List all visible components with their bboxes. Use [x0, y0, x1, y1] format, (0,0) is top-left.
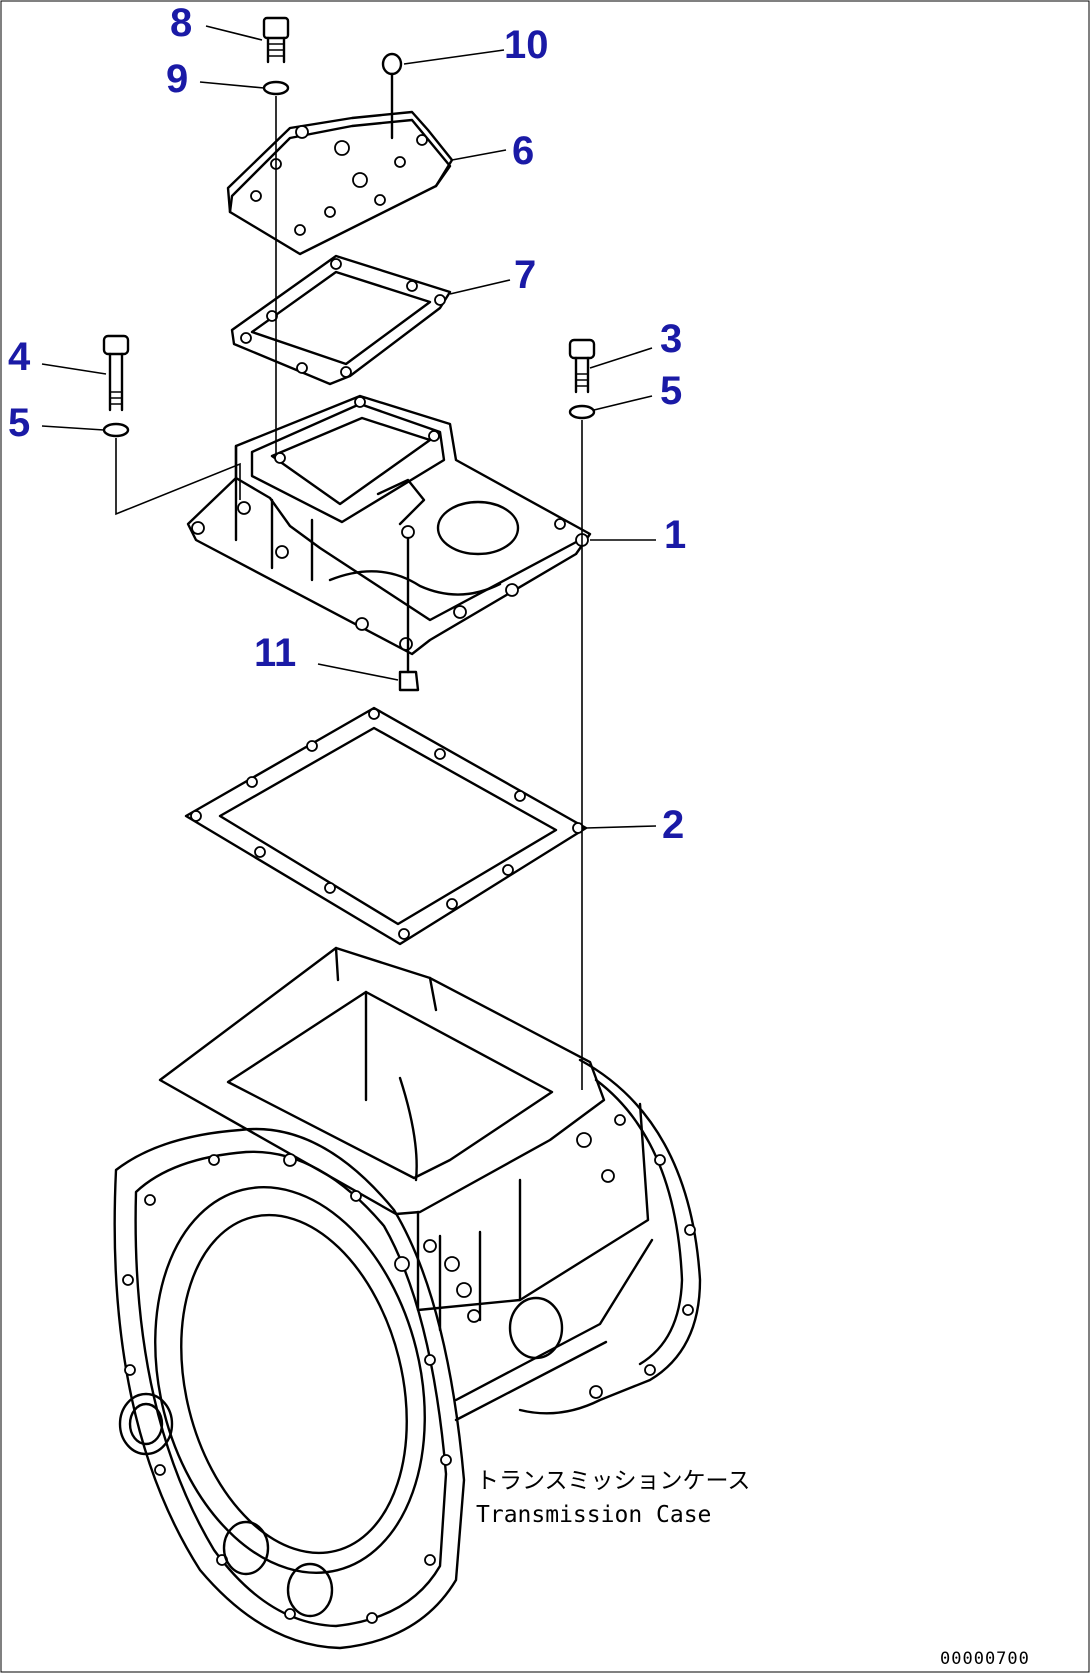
document-id: 00000700: [940, 1649, 1030, 1669]
callout-4: 4: [8, 335, 31, 379]
callout-3: 3: [660, 317, 682, 361]
gasket-part-7: [230, 254, 452, 386]
caption-english: Transmission Case: [476, 1502, 711, 1528]
callout-1: 1: [664, 513, 686, 557]
callout-10: 10: [504, 23, 549, 67]
washer-part-5-left: [102, 422, 130, 438]
callout-labels: 8 9 10 6 7 4 5 3 5 1 11 2: [8, 1, 686, 847]
transmission-case: [113, 946, 702, 1650]
leader-lines: [41, 25, 657, 829]
housing-part-1: [186, 394, 592, 656]
caption-japanese: トランスミッションケース: [476, 1468, 750, 1494]
callout-7: 7: [514, 253, 536, 297]
callout-8: 8: [170, 1, 192, 45]
callout-2: 2: [662, 803, 684, 847]
callout-5-left: 5: [8, 401, 30, 445]
plug-part-11: [398, 536, 420, 692]
callout-6: 6: [512, 129, 534, 173]
cover-plate-part-6: [226, 110, 454, 256]
callout-11: 11: [254, 631, 296, 675]
callout-9: 9: [166, 57, 188, 101]
assembly-lines: [115, 96, 583, 1090]
bolt-part-3: [568, 338, 596, 394]
washer-part-5-right: [568, 404, 596, 420]
callout-5-right: 5: [660, 369, 682, 413]
bolt-part-4: [102, 334, 130, 412]
bolt-part-8: [262, 16, 290, 64]
washer-part-9: [262, 80, 290, 96]
gasket-part-2: [184, 706, 588, 946]
plug-part-10: [381, 52, 403, 140]
